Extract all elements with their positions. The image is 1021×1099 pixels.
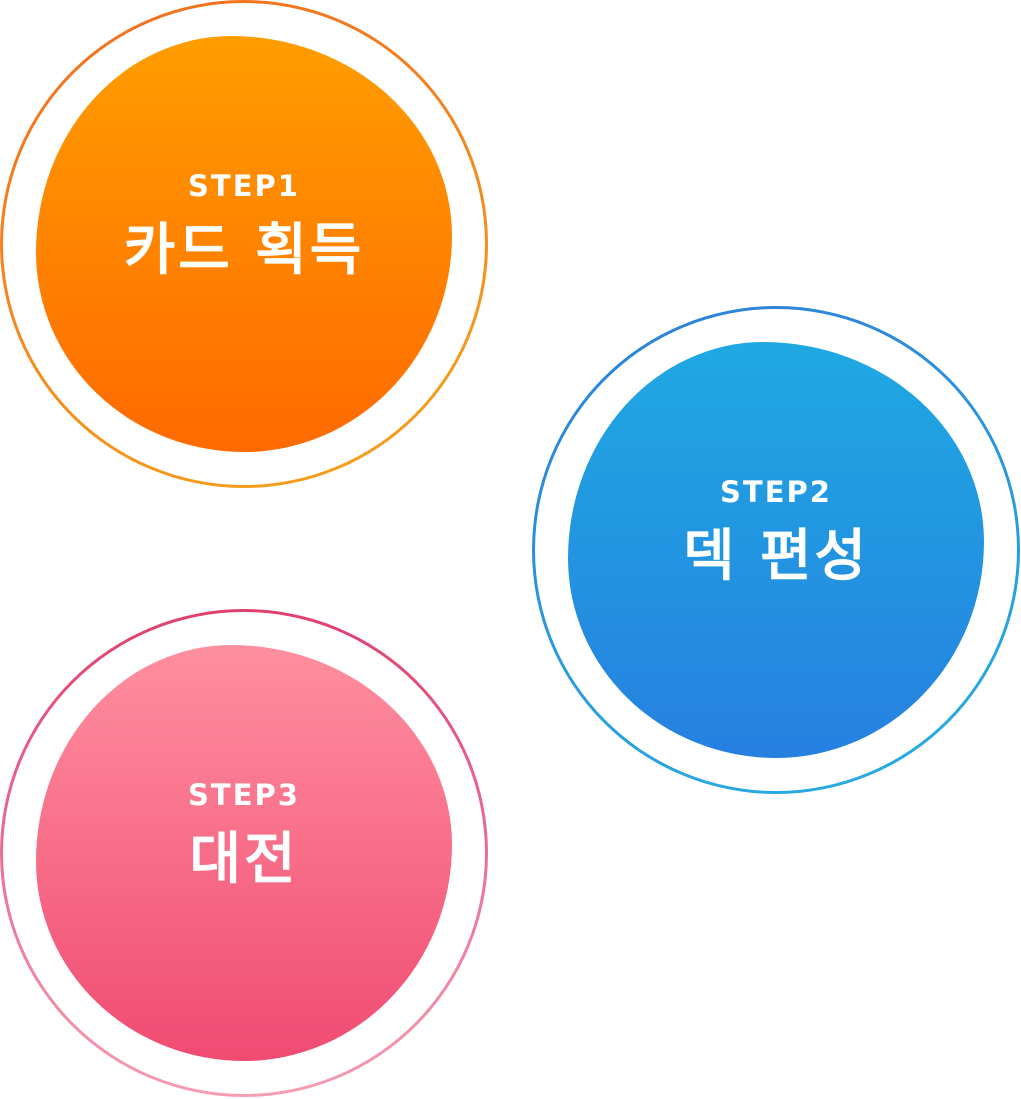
step-1-label: STEP1 <box>188 168 300 203</box>
step-2-blob: STEP2 덱 편성 <box>568 342 984 758</box>
step-1-circle: STEP1 카드 획득 <box>0 0 488 488</box>
step-2-ring: STEP2 덱 편성 <box>535 309 1017 791</box>
step-3-title: 대전 <box>189 826 299 892</box>
step-3-blob: STEP3 대전 <box>36 645 452 1061</box>
step-1-title: 카드 획득 <box>123 217 365 283</box>
step-2-title: 덱 편성 <box>682 523 870 589</box>
step-1-blob: STEP1 카드 획득 <box>36 36 452 452</box>
step-3-ring: STEP3 대전 <box>3 612 485 1094</box>
step-2-label: STEP2 <box>720 474 832 509</box>
step-3-circle: STEP3 대전 <box>0 609 488 1097</box>
step-2-circle: STEP2 덱 편성 <box>532 306 1020 794</box>
step-3-label: STEP3 <box>188 777 300 812</box>
step-1-ring: STEP1 카드 획득 <box>3 3 485 485</box>
